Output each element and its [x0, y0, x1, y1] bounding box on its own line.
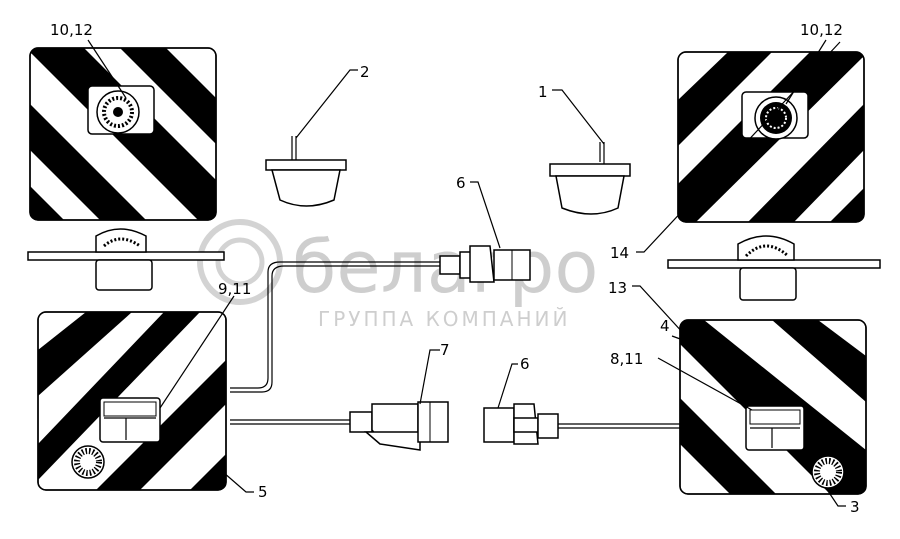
callout-8-11: 8,11 — [610, 350, 643, 368]
callout-1: 1 — [538, 83, 548, 101]
callout-7: 7 — [440, 341, 450, 359]
callout-10-12-left: 10,12 — [50, 21, 93, 39]
callout-13: 13 — [608, 279, 627, 297]
lamp-housing-part-2 — [265, 136, 347, 207]
reflector-icon — [811, 455, 845, 489]
marker-lamp-icon — [87, 85, 155, 135]
lamp-housing-part-1 — [549, 142, 631, 215]
callout-10-12-right: 10,12 — [800, 21, 843, 39]
plate-light-icon — [99, 397, 161, 443]
callout-2: 2 — [360, 63, 370, 81]
callout-5: 5 — [258, 483, 268, 501]
leader-lines — [87, 39, 846, 507]
callout-3: 3 — [850, 498, 860, 516]
cable-lower — [230, 419, 680, 429]
marker-lamp-icon — [741, 91, 809, 140]
warning-panel-bottom-left — [37, 311, 227, 491]
warning-panel-top-left — [29, 47, 217, 221]
callout-4: 4 — [660, 317, 670, 335]
callout-6-top: 6 — [456, 174, 466, 192]
callout-6-bottom: 6 — [520, 355, 530, 373]
cable-upper — [230, 261, 440, 393]
reflector-icon — [71, 445, 105, 479]
connector-plug-7 — [349, 401, 449, 451]
connector-plug-6-top — [439, 245, 531, 283]
plate-light-icon — [745, 405, 805, 451]
warning-panel-top-right — [677, 51, 865, 223]
warning-panel-bottom-right — [679, 319, 867, 495]
mount-bar-right — [667, 235, 881, 301]
watermark: белагро ГРУППА КОМПАНИЙ — [197, 219, 598, 331]
mount-bar-left — [27, 228, 225, 291]
callout-14: 14 — [610, 244, 629, 262]
connector-socket-6-bottom — [483, 403, 559, 445]
callout-9-11: 9,11 — [218, 280, 251, 298]
watermark-subtitle: ГРУППА КОМПАНИЙ — [318, 307, 570, 331]
